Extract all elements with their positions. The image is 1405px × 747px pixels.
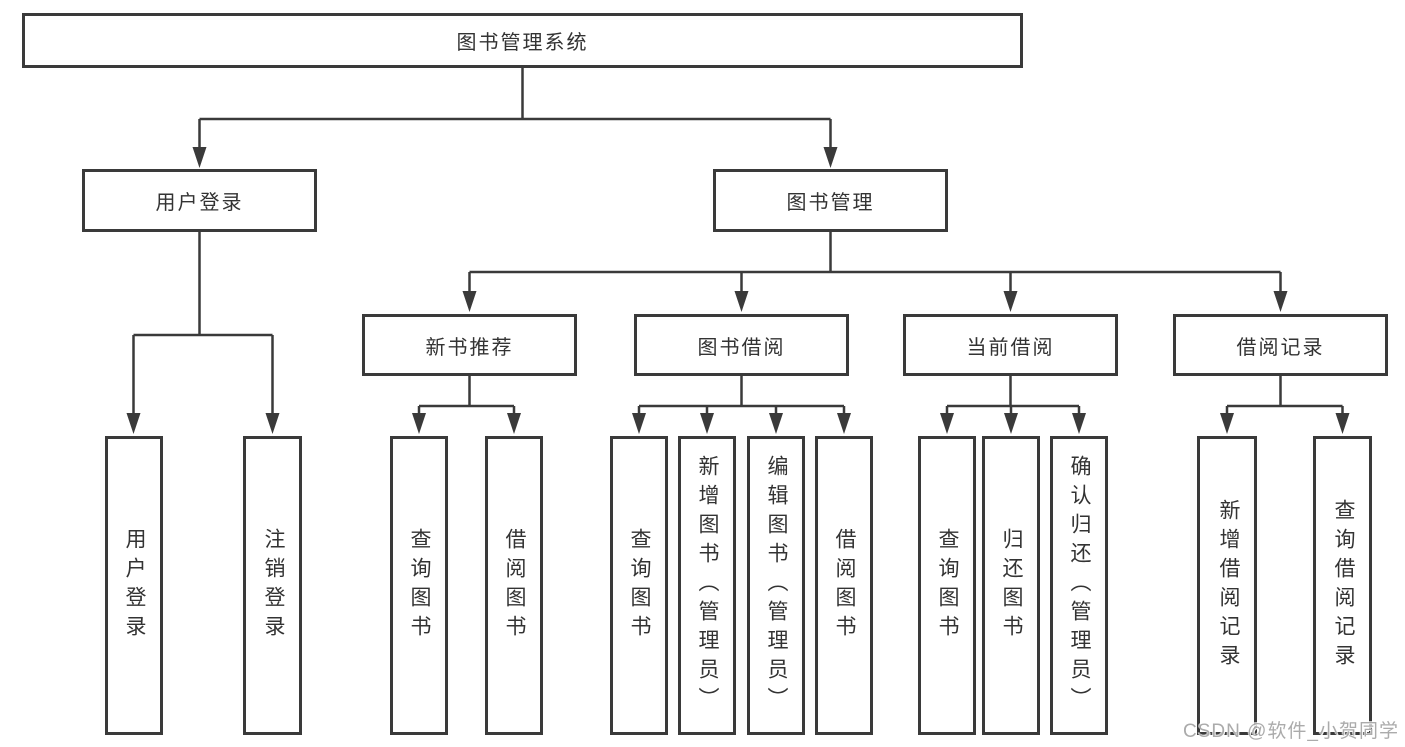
leaf-newbooks-borrow: 借阅图书 — [485, 436, 543, 735]
leaf-current-confirm: 确认归还（管理员） — [1050, 436, 1108, 735]
connector-new-books — [412, 376, 521, 434]
leaf-newbooks-query: 查询图书 — [390, 436, 448, 735]
node-borrow-records: 借阅记录 — [1173, 314, 1388, 376]
leaf-records-query: 查询借阅记录 — [1313, 436, 1372, 735]
connector-book-mgmt — [462, 232, 1288, 312]
connector-book-borrow — [632, 376, 851, 434]
csdn-watermark: CSDN @软件_小贺同学 — [1183, 721, 1399, 742]
leaf-bookborrow-borrow: 借阅图书 — [815, 436, 873, 735]
node-new-books: 新书推荐 — [362, 314, 577, 376]
node-book-mgmt: 图书管理 — [713, 169, 948, 232]
node-current-borrow: 当前借阅 — [903, 314, 1118, 376]
connector-root — [192, 68, 838, 168]
leaf-current-query: 查询图书 — [918, 436, 976, 735]
connector-current-borrow — [940, 376, 1086, 434]
leaf-logout: 注销登录 — [243, 436, 302, 735]
leaf-records-add: 新增借阅记录 — [1197, 436, 1257, 735]
leaf-user-login: 用户登录 — [105, 436, 163, 735]
node-root: 图书管理系统 — [22, 13, 1023, 68]
connector-user-login — [126, 232, 280, 434]
node-user-login: 用户登录 — [82, 169, 317, 232]
leaf-bookborrow-add: 新增图书（管理员） — [678, 436, 736, 735]
leaf-bookborrow-edit: 编辑图书（管理员） — [747, 436, 805, 735]
connector-borrow-records — [1220, 376, 1350, 434]
leaf-current-return: 归还图书 — [982, 436, 1040, 735]
node-book-borrow: 图书借阅 — [634, 314, 849, 376]
leaf-bookborrow-query: 查询图书 — [610, 436, 668, 735]
